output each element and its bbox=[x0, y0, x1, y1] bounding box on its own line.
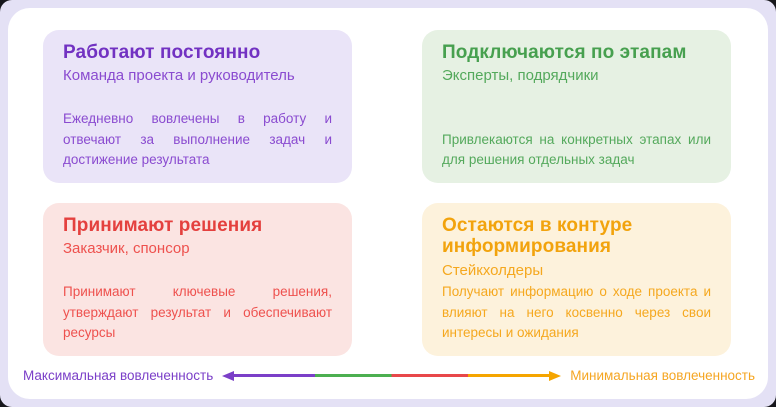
involvement-axis-bar: Максимальная вовлеченность Минимальная в… bbox=[8, 356, 768, 399]
card-description: Привлекаются на конкретных этапах или дл… bbox=[442, 131, 711, 167]
card-description: Принимают ключевые решения, утверждают р… bbox=[63, 284, 332, 340]
cards-grid: Работают постоянно Команда проекта и рук… bbox=[8, 8, 768, 356]
card-subtitle: Команда проекта и руководитель bbox=[63, 67, 295, 85]
card-description: Получают информацию о ходе проекта и вли… bbox=[442, 284, 711, 340]
axis-arrowhead-right-icon bbox=[549, 370, 562, 381]
card-subtitle: Эксперты, подрядчики bbox=[442, 67, 599, 85]
card-description: Ежедневно вовлечены в работу и отвечают … bbox=[63, 111, 332, 167]
card-work-constantly: Работают постоянно Команда проекта и рук… bbox=[43, 30, 352, 183]
axis-arrowhead-left-icon bbox=[222, 370, 235, 381]
card-subtitle: Заказчик, спонсор bbox=[63, 240, 190, 258]
card-join-by-stages: Подключаются по этапам Эксперты, подрядч… bbox=[422, 30, 731, 183]
axis-line bbox=[232, 374, 552, 377]
axis-label-min: Минимальная вовлеченность bbox=[570, 368, 755, 383]
card-stay-informed: Остаются в контуре информирования Стейкх… bbox=[422, 203, 731, 356]
card-subtitle: Стейкхолдеры bbox=[442, 261, 544, 279]
involvement-axis bbox=[222, 370, 562, 381]
axis-label-max: Максимальная вовлеченность bbox=[23, 368, 214, 383]
content-panel: Работают постоянно Команда проекта и рук… bbox=[8, 8, 768, 399]
card-title: Работают постоянно bbox=[63, 42, 261, 63]
card-title: Остаются в контуре информирования bbox=[442, 215, 633, 258]
card-title: Принимают решения bbox=[63, 215, 263, 236]
card-make-decisions: Принимают решения Заказчик, спонсор Прин… bbox=[43, 203, 352, 356]
card-title: Подключаются по этапам bbox=[442, 42, 687, 63]
